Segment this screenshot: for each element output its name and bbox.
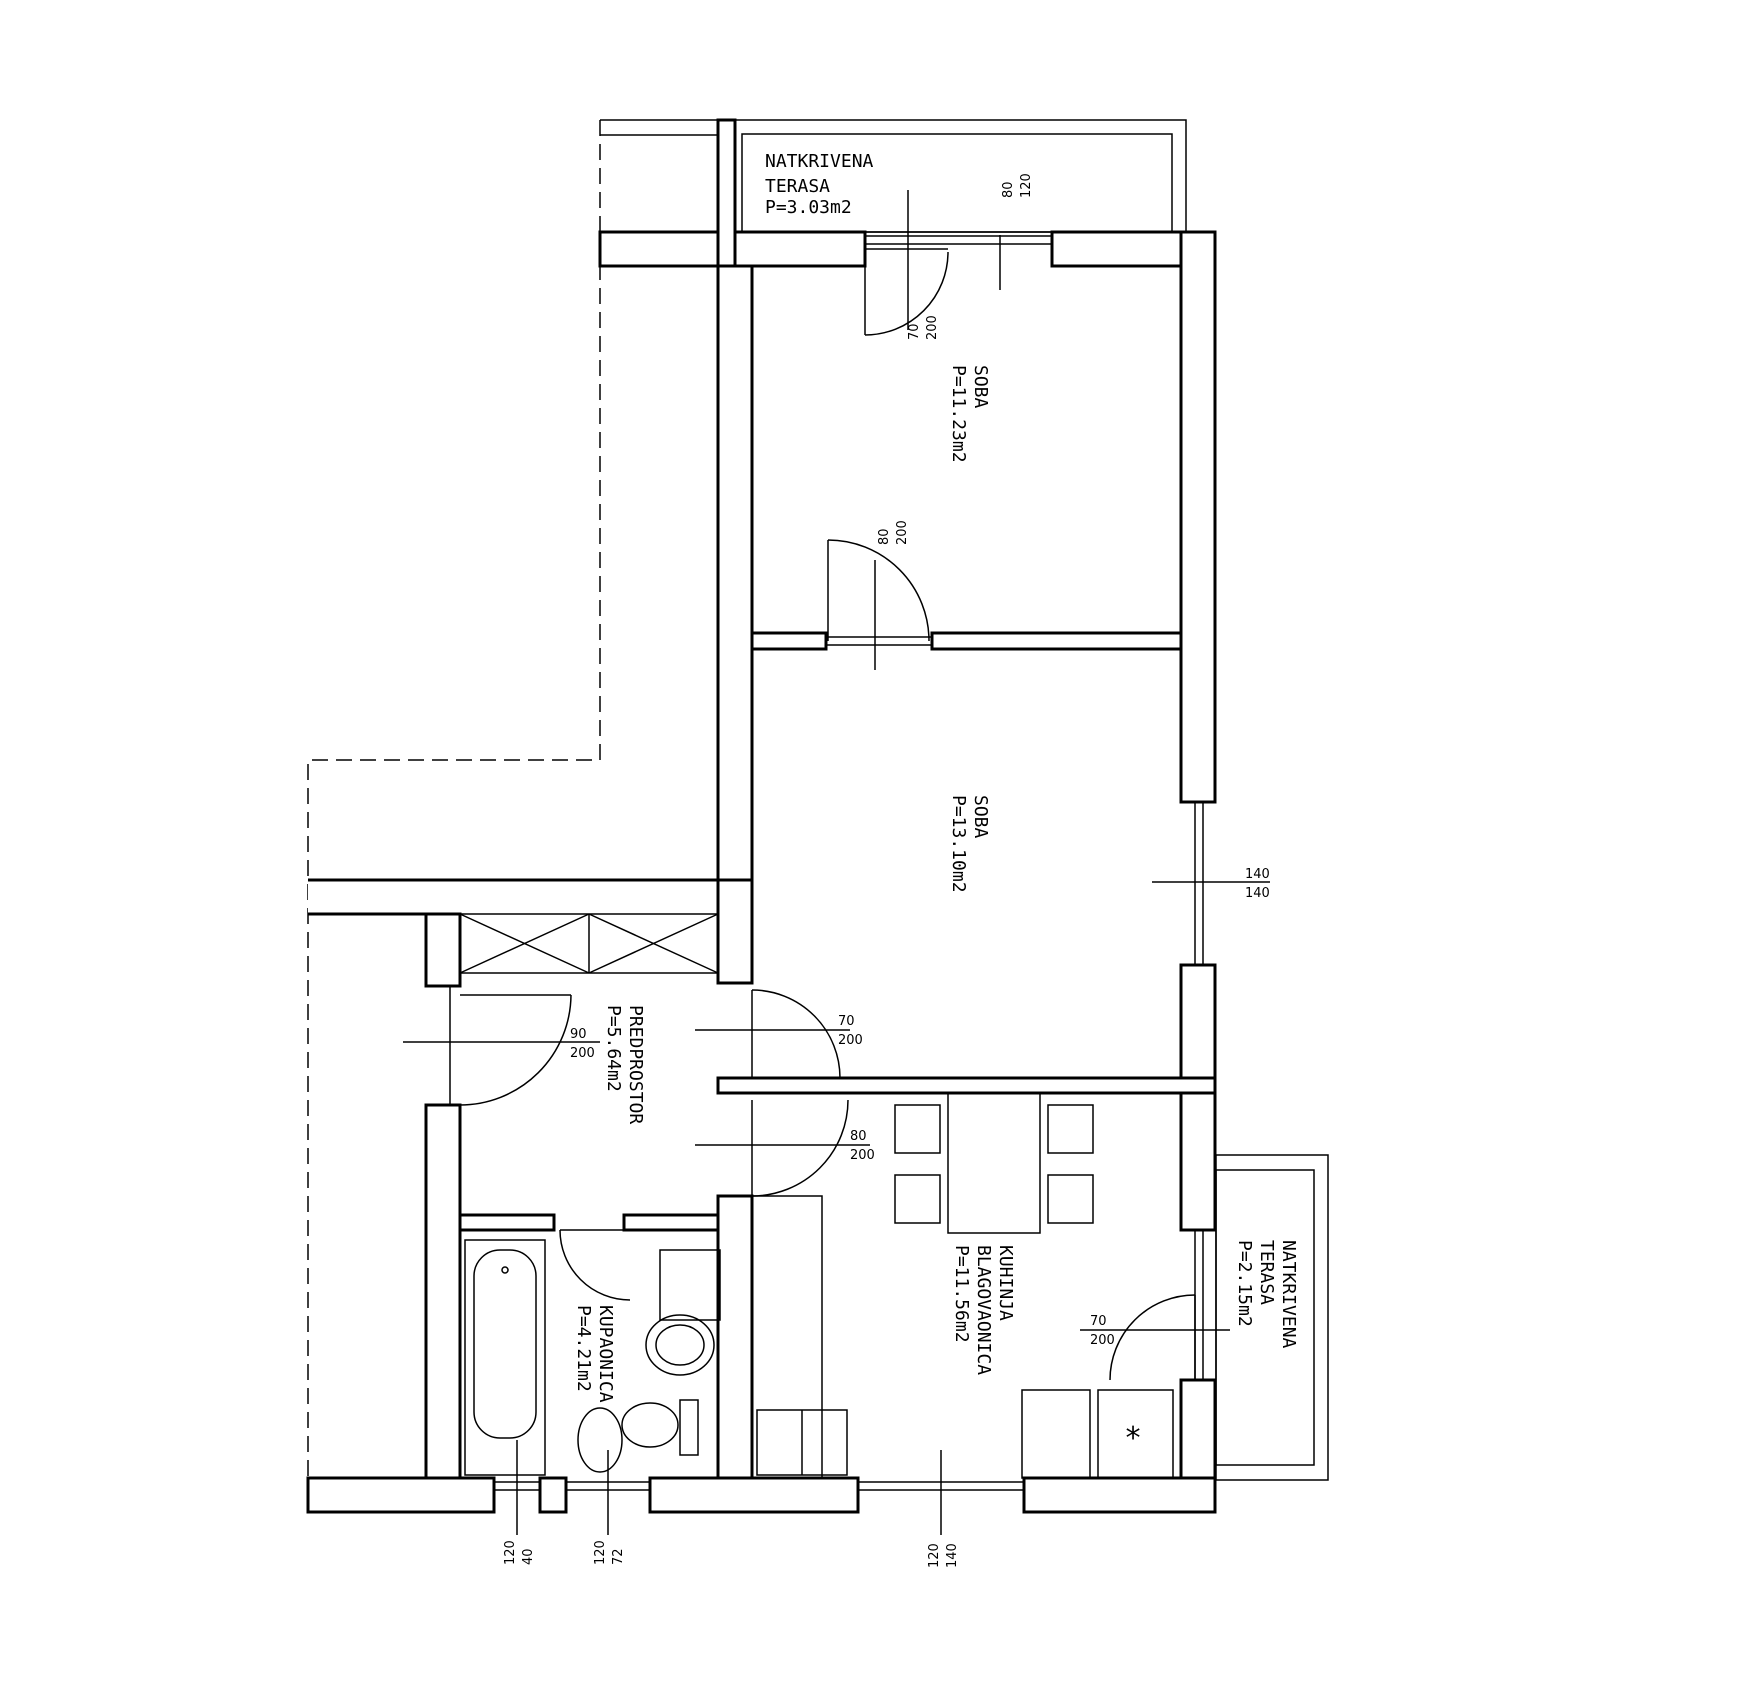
terrace-door-h: 200 <box>925 315 940 340</box>
terrace-door[interactable] <box>864 248 949 336</box>
terrace-top-name-2: TERASA <box>765 176 830 197</box>
bath-window2-h: 120 <box>593 1540 608 1565</box>
fridge <box>1097 1389 1174 1479</box>
kitchen-door-w: 80 <box>850 1129 867 1144</box>
chair <box>894 1174 941 1224</box>
room1-door[interactable] <box>827 539 930 642</box>
bath-window-w: 40 <box>521 1548 536 1565</box>
kitchen-name-2: BLAGOVAONICA <box>973 1245 994 1375</box>
kitchen-window-w: 140 <box>945 1543 960 1568</box>
room-labels: NATKRIVENA TERASA P=3.03m2 SOBA P=11.23m… <box>573 151 1299 1403</box>
kitchen-terrace-door[interactable] <box>1109 1294 1196 1381</box>
dimension-lines <box>403 190 1270 1535</box>
chair <box>1047 1104 1094 1154</box>
bathtub-inner <box>473 1249 537 1439</box>
stove <box>1021 1389 1091 1479</box>
terrace-top-name-1: NATKRIVENA <box>765 151 874 172</box>
terrace-right-name-1: NATKRIVENA <box>1278 1240 1299 1349</box>
room2-window-h: 140 <box>1245 886 1270 901</box>
windows <box>493 235 1204 1491</box>
terrace-top-area: P=3.03m2 <box>765 197 852 218</box>
kitchen-door-h: 200 <box>850 1148 875 1163</box>
chair <box>894 1104 941 1154</box>
kitchen-area: P=11.56m2 <box>951 1245 972 1343</box>
hall-area: P=5.64m2 <box>603 1005 624 1092</box>
wardrobe <box>459 913 719 974</box>
bath-door[interactable] <box>559 1229 631 1301</box>
kitchen-terrace-door-h: 200 <box>1090 1333 1115 1348</box>
bathroom-fixtures <box>464 1239 721 1476</box>
terrace-door-w: 70 <box>907 323 922 340</box>
bath-window-h: 120 <box>503 1540 518 1565</box>
room2-window-w: 140 <box>1245 867 1270 882</box>
sink <box>645 1314 715 1376</box>
appliance-mark: * <box>1124 1421 1142 1456</box>
terrace-right-railing <box>1215 1154 1329 1481</box>
kitchen-terrace-door-w: 70 <box>1090 1314 1107 1329</box>
terrace-window-w: 80 <box>1001 181 1016 198</box>
room1-door-w: 80 <box>877 528 892 545</box>
entry-door[interactable] <box>449 986 572 1106</box>
opening-labels: 70 200 80 120 80 200 140 140 70 200 90 2… <box>503 173 1270 1568</box>
room2-door-w: 70 <box>838 1014 855 1029</box>
terrace-right-name-2: TERASA <box>1256 1240 1277 1305</box>
hall-name: PREDPROSTOR <box>625 1005 646 1124</box>
toilet <box>621 1402 679 1448</box>
room1-area: P=11.23m2 <box>948 365 969 463</box>
bathtub <box>464 1239 546 1476</box>
bidet <box>577 1407 623 1473</box>
bath-name: KUPAONICA <box>595 1305 616 1403</box>
chair <box>1047 1174 1094 1224</box>
kitchen-furniture: * <box>751 1092 1174 1479</box>
kitchen-window-h: 120 <box>927 1543 942 1568</box>
kitchen-name-1: KUHINJA <box>995 1245 1016 1321</box>
counter <box>751 1195 823 1479</box>
neighbour-outline <box>307 119 728 1510</box>
room1-door-h: 200 <box>895 520 910 545</box>
entry-door-w: 90 <box>570 1027 587 1042</box>
washing-machine <box>659 1249 721 1321</box>
terrace-window-h: 120 <box>1019 173 1034 198</box>
entry-door-h: 200 <box>570 1046 595 1061</box>
room2-area: P=13.10m2 <box>948 795 969 893</box>
dining-table <box>947 1092 1041 1234</box>
room2-door-h: 200 <box>838 1033 863 1048</box>
terrace-right-area: P=2.15m2 <box>1234 1240 1255 1327</box>
room2-name: SOBA <box>970 795 991 839</box>
room1-name: SOBA <box>970 365 991 409</box>
bath-area: P=4.21m2 <box>573 1305 594 1392</box>
bath-window2-w: 72 <box>611 1548 626 1565</box>
room2-door[interactable] <box>751 989 841 1079</box>
kitchen-door[interactable] <box>751 1099 849 1197</box>
walls <box>306 118 1217 1514</box>
